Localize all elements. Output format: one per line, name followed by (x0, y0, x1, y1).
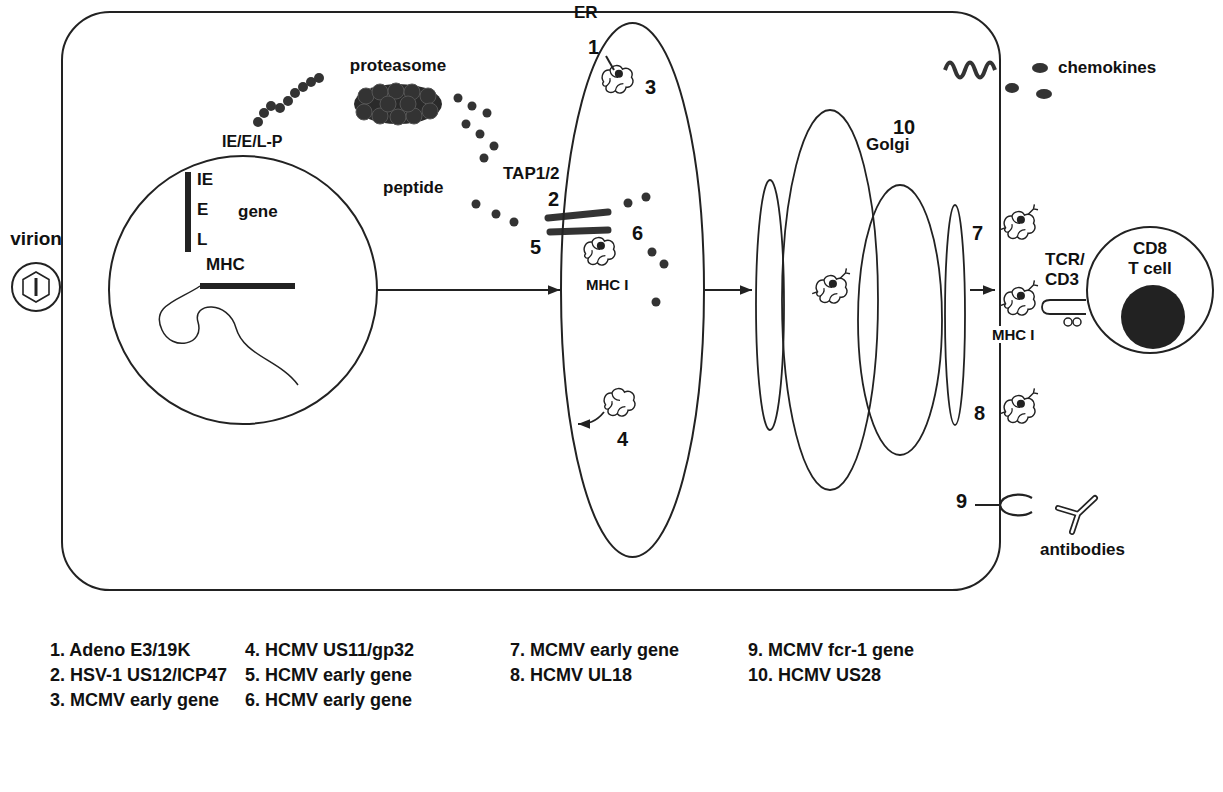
gene-label: IE (197, 170, 213, 190)
virion-label: virion (10, 228, 62, 250)
t-cell-nucleus (1121, 285, 1185, 349)
legend-entry: 5. HCMV early gene (245, 665, 412, 686)
proteasome-subunit (380, 96, 396, 112)
gene-label: MHC (206, 255, 245, 275)
proteasome-subunit (420, 88, 436, 104)
proteasome-subunit (358, 88, 374, 104)
fc-receptor (975, 495, 1032, 516)
proteasome-subunit (390, 109, 406, 125)
mhc-gene (200, 283, 295, 289)
e3-19k (606, 56, 614, 70)
mhc-molecule (812, 268, 850, 303)
chemokine (1005, 83, 1019, 93)
viral-genome (35, 278, 38, 296)
er-label: ER (574, 3, 598, 23)
gene-bar (185, 172, 191, 252)
mhc-molecule (1000, 388, 1038, 423)
cell-membrane (62, 12, 1000, 590)
callout-number: 8 (974, 402, 985, 424)
chemokine-receptor (945, 63, 995, 78)
callout-number: 5 (530, 236, 541, 258)
virion-circle: virion (11, 262, 61, 312)
cd3 (1073, 318, 1081, 326)
node-shape (560, 22, 705, 558)
outline (109, 156, 377, 424)
node-shape (752, 90, 967, 490)
proteasome-subunit (356, 104, 372, 120)
gene-label: E (197, 200, 208, 220)
legend-entry: 2. HSV-1 US12/ICP47 (50, 665, 227, 686)
mhc-molecule (1000, 204, 1038, 239)
golgi-cisterna (858, 185, 942, 455)
chemokine-label: chemokines (1058, 58, 1156, 78)
tap-bar (550, 230, 608, 232)
mhc-molecule (602, 66, 633, 93)
flow-arrow (378, 289, 560, 291)
golgi-stack: Golgi (752, 90, 967, 490)
antibody (1058, 498, 1095, 532)
mhc-molecule (604, 389, 635, 416)
er-peptides (624, 193, 669, 307)
legend-entry: 3. MCMV early gene (50, 690, 219, 711)
outline (561, 23, 704, 557)
antibody-inner (1058, 498, 1095, 532)
mhc-label: MHC I (990, 326, 1037, 343)
callout-number: 7 (972, 222, 983, 244)
outline (1087, 227, 1213, 353)
legend-entry: 8. HCMV UL18 (510, 665, 632, 686)
legend-entry: 10. HCMV US28 (748, 665, 881, 686)
tcr-receptor (1042, 300, 1086, 314)
proteasome-blob: proteasome (352, 82, 444, 126)
proteasome-subunit (422, 103, 438, 119)
mhc-molecule (1000, 280, 1038, 315)
legend-entry: 9. MCMV fcr-1 gene (748, 640, 914, 661)
proteasome-subunit (400, 96, 416, 112)
nucleus-circle: IE ELgeneMHC (108, 155, 378, 425)
gene-label: L (197, 230, 207, 250)
capsid (23, 272, 49, 302)
outline (354, 84, 442, 124)
golgi-cisterna (782, 110, 878, 490)
antibody-label: antibodies (1040, 540, 1125, 560)
peptide-label: peptide (383, 178, 443, 198)
callout-number: 3 (645, 76, 656, 98)
mhc-label: MHC I (586, 276, 629, 293)
cd3 (1064, 318, 1072, 326)
transport-arrow (970, 289, 995, 291)
dislocation-arrow (578, 412, 604, 424)
tap-bar (548, 212, 608, 218)
dna-strand (159, 286, 298, 385)
node-shape (108, 155, 378, 425)
legend-entry: 7. MCMV early gene (510, 640, 679, 661)
legend-entry: 4. HCMV US11/gp32 (245, 640, 414, 661)
callout-number: 2 (548, 188, 559, 210)
proteasome-label: proteasome (350, 56, 446, 76)
golgi-cisterna (945, 205, 965, 425)
gene-label: gene (238, 202, 278, 222)
callout-number: 9 (956, 490, 967, 512)
peptides (454, 94, 519, 227)
node-shape (11, 262, 61, 312)
t-cell-circle: CD8 T cell (1085, 225, 1215, 355)
callout-number: 4 (617, 428, 628, 450)
golgi-cisterna (756, 180, 784, 430)
chemokine (1032, 63, 1048, 73)
callout-number: 1 (588, 36, 599, 58)
tap-label: TAP1/2 (503, 164, 559, 184)
legend-entry: 6. HCMV early gene (245, 690, 412, 711)
node-shape (352, 82, 444, 126)
callout-number: 6 (632, 222, 643, 244)
protein-chain (253, 73, 324, 127)
outline (12, 263, 60, 311)
t-cell-label: CD8 T cell (1127, 239, 1173, 278)
callout-number: 10 (893, 116, 915, 138)
mhc-molecule (584, 238, 615, 265)
protein-label: IE/E/L-P (222, 133, 282, 151)
flow-arrow (705, 289, 752, 291)
tcr-label: TCR/ CD3 (1045, 250, 1093, 289)
chemokine (1036, 89, 1052, 99)
legend-entry: 1. Adeno E3/19K (50, 640, 190, 661)
er-oval: ER (560, 22, 705, 558)
